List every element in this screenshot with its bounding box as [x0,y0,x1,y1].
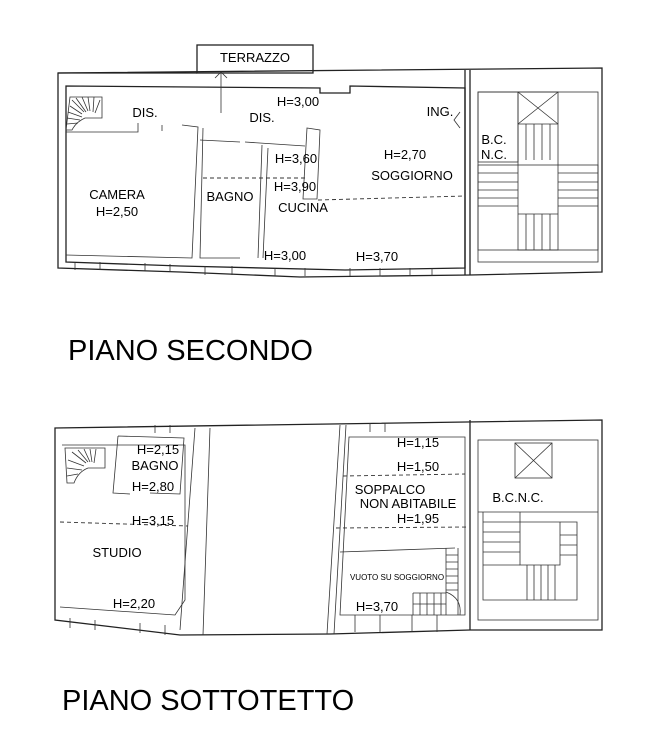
label-bc: B.C. [481,132,506,147]
studio-walls [59,444,186,616]
pillar [302,127,321,200]
label-h-camera: H=2,50 [96,204,138,219]
label-bagno: BAGNO [207,189,254,204]
label-h-soggiorno-bottom: H=3,70 [356,249,398,264]
title-piano-sottotetto: PIANO SOTTOTETTO [62,685,354,717]
door-swing-icon [453,111,461,129]
bagno-walls [112,435,185,495]
label-camera: CAMERA [89,187,145,202]
arrow-head-icon [214,71,228,79]
bagno-walls [199,127,241,259]
height-change-line [59,521,189,527]
wall-studio-right [179,427,211,636]
terrazzo-outline [196,44,314,74]
label-vuoto: VUOTO SU SOGGIORNO [350,573,444,582]
soppalco-walls [339,436,466,616]
label-soppalco: SOPPALCO [355,482,426,497]
label-studio: STUDIO [92,545,141,560]
label-h-vuoto: H=3,70 [356,599,398,614]
label-bagno: BAGNO [132,458,179,473]
label-terrazzo: TERRAZZO [220,50,290,65]
label-h-dis: H=3,00 [277,94,319,109]
label-h-soppalco-3: H=1,95 [397,511,439,526]
stairwell-icon [477,91,599,263]
label-ing: ING. [427,104,454,119]
label-h-soggiorno: H=2,70 [384,147,426,162]
label-bcnc: B.C.N.C. [492,490,543,505]
window-jambs [74,262,433,276]
wall-soppalco-left [326,424,347,635]
label-h-soppalco-1: H=1,15 [397,435,439,450]
label-h-cucina-bottom: H=3,00 [264,248,306,263]
spiral-stair-icon [64,447,106,484]
camera-walls [65,123,199,259]
outer-wall [57,67,603,278]
plan-piano-secondo: TERRAZZO DIS. DIS. H=3,00 ING. B.C. N.C.… [57,44,603,367]
vuoto-wall [339,547,456,553]
label-cucina: CUCINA [278,200,328,215]
height-change-line [317,195,466,201]
cucina-walls [244,141,306,259]
label-h-bagno-top: H=2,15 [137,442,179,457]
height-change-line [335,526,469,529]
stairwell-icon [477,439,599,621]
outer-wall [54,419,603,636]
label-h-soppalco-2: H=1,50 [397,459,439,474]
label-h-studio-top: H=3,15 [132,513,174,528]
window-jambs [69,423,438,635]
height-change-line [342,473,466,477]
label-dis-left: DIS. [132,105,157,120]
label-h-cucina-mid: H=3,90 [274,179,316,194]
label-h-bagno-bottom: H=2,80 [132,479,174,494]
title-piano-secondo: PIANO SECONDO [68,335,313,367]
plan-piano-sottotetto: H=2,15 BAGNO H=2,80 H=3,15 STUDIO H=2,20… [54,419,603,717]
spiral-stair-icon [65,96,103,131]
label-nc: N.C. [481,147,507,162]
label-dis-center: DIS. [249,110,274,125]
label-h-cucina-top: H=3,60 [275,151,317,166]
label-soggiorno: SOGGIORNO [371,168,453,183]
label-non-abitabile: NON ABITABILE [360,496,457,511]
label-h-studio-bottom: H=2,20 [113,596,155,611]
staircase-icon [412,548,461,616]
